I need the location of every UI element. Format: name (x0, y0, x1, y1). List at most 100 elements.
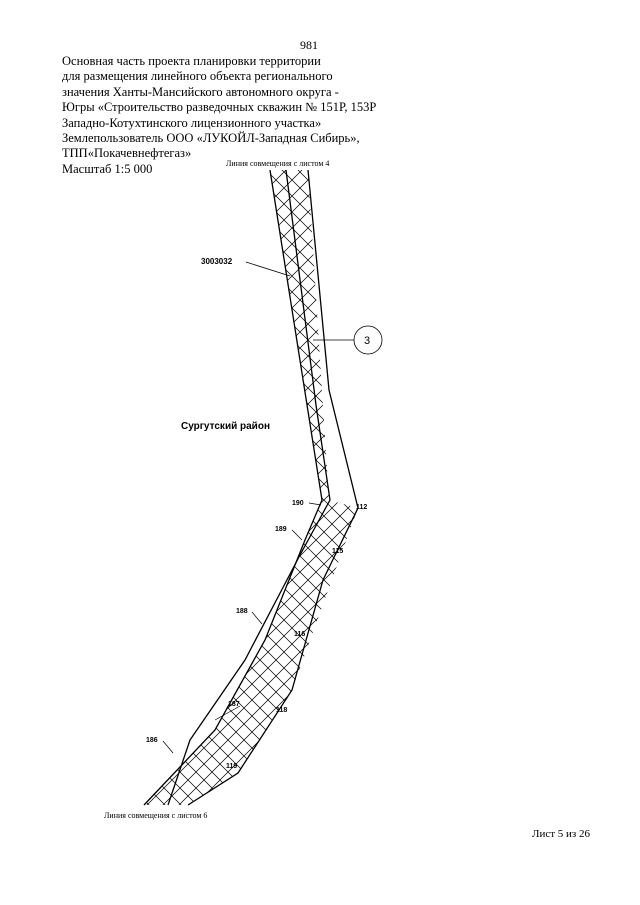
point-label: 188 (236, 608, 248, 615)
hatch-line (144, 170, 205, 805)
hatch-line (0, 140, 136, 840)
hatch-line (144, 170, 317, 805)
hatch-line (460, 140, 640, 840)
hatch-line (396, 140, 640, 840)
hatch-line (144, 170, 358, 805)
hatch-line (144, 170, 358, 805)
hatch-line (604, 140, 640, 840)
hatch-line (0, 140, 60, 840)
point-label: 118 (276, 707, 287, 714)
hatch-line (144, 170, 358, 805)
hatch-line (144, 170, 358, 805)
hatch-line (251, 170, 358, 805)
hatch-line (144, 170, 157, 805)
hatch-line (144, 170, 358, 805)
hatch-line (347, 170, 358, 805)
hatch-line (144, 170, 358, 805)
callout-circle (353, 325, 383, 355)
hatch-line (576, 140, 640, 840)
hatch-line (144, 170, 189, 805)
hatch-line (0, 140, 120, 840)
hatch-line (444, 140, 640, 840)
hatch-line (0, 140, 92, 840)
hatch-line (223, 170, 358, 805)
header-line: значения Ханты-Мансийского автономного о… (62, 84, 339, 99)
cadastral-label: 3003032 (201, 257, 233, 266)
left-point-labels: 190 189 188 187 186 (146, 500, 322, 754)
hatch-line (144, 170, 313, 805)
hatch-line (144, 170, 358, 805)
hatch-line (144, 170, 358, 805)
hatch-line (299, 170, 358, 805)
hatch-line (400, 140, 640, 840)
point-label: 119 (226, 763, 237, 770)
hatch-line (144, 170, 358, 805)
hatch-line (144, 170, 358, 805)
hatch-line (303, 170, 358, 805)
district-label: Сургутский район (181, 421, 270, 432)
hatch-line (0, 140, 140, 840)
hatch-line (144, 170, 358, 805)
hatch-line (287, 170, 358, 805)
hatch-line (144, 170, 265, 805)
hatch-line (572, 140, 640, 840)
hatch-line (544, 140, 640, 840)
right-point-labels: 112 115 116 118 119 (226, 504, 367, 770)
hatch-line (556, 140, 640, 840)
hatch-line (144, 170, 358, 805)
point-label: 186 (146, 737, 158, 744)
header-line: Основная часть проекта планировки террит… (62, 54, 321, 68)
hatch-line (144, 170, 169, 805)
hatch-line (144, 170, 358, 805)
hatch-line (144, 170, 358, 805)
hatch-line (351, 170, 358, 805)
hatch-line (0, 140, 40, 840)
hatch-line (0, 140, 28, 840)
hatch-line (144, 170, 358, 805)
hatch-line (144, 170, 358, 805)
hatch-line (144, 170, 358, 805)
point-label: 187 (228, 701, 240, 708)
hatch-line (0, 140, 104, 840)
hatch-line (144, 170, 358, 805)
hatch-line (608, 140, 640, 840)
hatch-line (144, 170, 358, 805)
hatch-line (144, 170, 358, 805)
header-line: Западно-Котухтинского лицензионного учас… (62, 115, 322, 130)
hatch-line (144, 170, 358, 805)
hatch-line (144, 170, 358, 805)
hatch-line (191, 170, 358, 805)
hatch-line (144, 170, 358, 805)
hatch-line (144, 170, 221, 805)
hatch-line (492, 140, 640, 840)
hatch-line (319, 170, 358, 805)
hatch-line (144, 170, 358, 805)
hatch-line (187, 170, 358, 805)
hatch-line (331, 170, 358, 805)
cadastral-leader (245, 261, 291, 277)
hatch-line (144, 170, 358, 805)
point-label: 112 (356, 504, 367, 511)
center-line (167, 169, 331, 806)
callout-number: 3 (364, 335, 370, 347)
hatch-line (255, 170, 358, 805)
hatch-line (412, 140, 640, 840)
hatch-line (432, 140, 640, 840)
hatch-line (0, 140, 108, 840)
hatch-line (144, 170, 358, 805)
hatch-line (159, 170, 358, 805)
hatch-line (239, 170, 358, 805)
page-number: 981 (300, 38, 318, 52)
hatch-line (144, 170, 358, 805)
hatch-line (560, 140, 640, 840)
hatch-line (315, 170, 358, 805)
hatch-line (144, 170, 233, 805)
hatch-line (620, 140, 640, 840)
hatch-line (0, 140, 88, 840)
hatch-line (144, 170, 358, 805)
hatch-line (171, 170, 358, 805)
hatch-line (144, 170, 358, 805)
hatch-line (448, 140, 640, 840)
hatch-line (144, 170, 358, 805)
hatch-line (144, 170, 153, 805)
